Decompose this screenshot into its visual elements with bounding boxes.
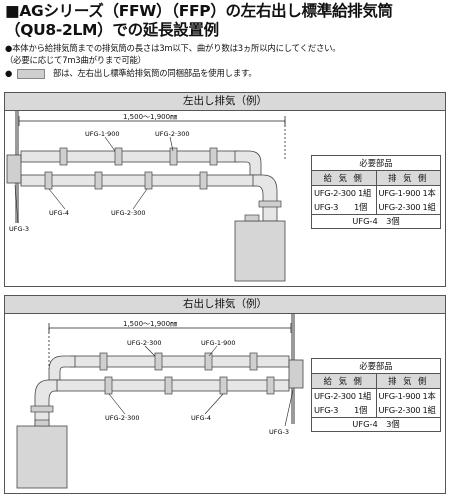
parts-heading: 必要部品 xyxy=(312,359,440,374)
title-line-2: （QU8-2LM）での延長設置例 xyxy=(5,21,219,39)
parts-heading: 必要部品 xyxy=(312,156,440,171)
right-panel-heading: 右出し排気（例） xyxy=(5,296,445,314)
left-panel-heading: 左出し排気（例） xyxy=(5,93,445,111)
dimension-line xyxy=(48,323,292,369)
bundled-parts-swatch xyxy=(17,69,45,79)
supply-part-row: UFG-2-300 1組 xyxy=(314,391,371,401)
exhaust-side-header: 排 気 側 xyxy=(375,171,440,186)
wall-terminal xyxy=(6,154,22,184)
exhaust-part-row: UFG-1-900 1本 xyxy=(378,391,436,401)
label-ufg-3: UFG-3 xyxy=(269,428,289,436)
lower-pipe xyxy=(20,171,282,222)
label-ufg-4: UFG-4 xyxy=(191,414,211,422)
upper-pipe xyxy=(20,147,262,176)
dimension-label: 1,500～1,900㎜ xyxy=(123,320,177,328)
page-title: ■AGシリーズ（FFW）（FFP）の左右出し標準給排気筒 （QU8-2LM）での… xyxy=(5,2,445,40)
dimension-label: 1,500～1,900㎜ xyxy=(123,113,177,121)
right-required-parts-table: 必要部品 給 気 側 排 気 側 UFG-2-300 1組 UFG-3 1個 U… xyxy=(311,358,441,432)
heater-unit xyxy=(234,220,286,282)
supply-part-row: UFG-2-300 1組 xyxy=(314,188,371,198)
label-ufg-1-900: UFG-1·900 xyxy=(201,339,236,347)
upper-pipe xyxy=(48,352,290,381)
left-exhaust-diagram: 1,500～1,900㎜ xyxy=(6,111,286,282)
exhaust-part-row: UFG-2-300 1組 xyxy=(378,405,436,415)
right-exhaust-diagram: 1,500～1,900㎜ xyxy=(16,314,304,489)
parts-footer: UFG-4 3個 xyxy=(312,417,440,431)
label-ufg-2-300-bottom: UFG-2·300 xyxy=(111,209,146,217)
title-line-1: ■AGシリーズ（FFW）（FFP）の左右出し標準給排気筒 xyxy=(5,2,393,20)
supply-side-header: 給 気 側 xyxy=(312,374,376,389)
bundled-parts-text: ● 部は、左右出し標準給排気筒の同梱部品を使用します。 xyxy=(5,68,257,78)
left-required-parts-table: 必要部品 給 気 側 排 気 側 UFG-2-300 1組 UFG-3 1個 U… xyxy=(311,155,441,229)
note-bundled-parts: ● 部は、左右出し標準給排気筒の同梱部品を使用します。 xyxy=(5,68,257,79)
parts-footer: UFG-4 3個 xyxy=(312,214,440,228)
exhaust-part-row: UFG-2-300 1組 xyxy=(378,202,436,212)
dimension-line xyxy=(18,116,286,161)
supply-part-row: UFG-3 1個 xyxy=(314,202,368,212)
label-ufg-3: UFG-3 xyxy=(9,225,29,233)
wall-terminal xyxy=(288,359,304,389)
supply-part-row: UFG-3 1個 xyxy=(314,405,368,415)
exhaust-side-header: 排 気 側 xyxy=(375,374,440,389)
supply-side-header: 給 気 側 xyxy=(312,171,376,186)
right-exhaust-panel: 右出し排気（例） 1,500～1,900㎜ xyxy=(4,295,446,494)
exhaust-part-row: UFG-1-900 1本 xyxy=(378,188,436,198)
label-ufg-2-300-bottom: UFG-2·300 xyxy=(105,414,140,422)
left-exhaust-panel: 左出し排気（例） 1,500～1,900㎜ xyxy=(4,92,446,287)
lower-pipe xyxy=(30,376,290,427)
label-ufg-2-300-top: UFG-2·300 xyxy=(155,130,190,138)
note-extension: （必要に応じて7m3曲がりまで可能） xyxy=(5,55,146,65)
label-ufg-4: UFG-4 xyxy=(49,209,69,217)
label-ufg-1-900: UFG-1·900 xyxy=(85,130,120,138)
label-ufg-2-300-top: UFG-2·300 xyxy=(127,339,162,347)
heater-unit xyxy=(16,425,68,489)
note-length-limit: ●本体から給排気筒までの排気筒の長さは3m以下、曲がり数は3ヵ所以内にしてくださ… xyxy=(5,43,341,53)
